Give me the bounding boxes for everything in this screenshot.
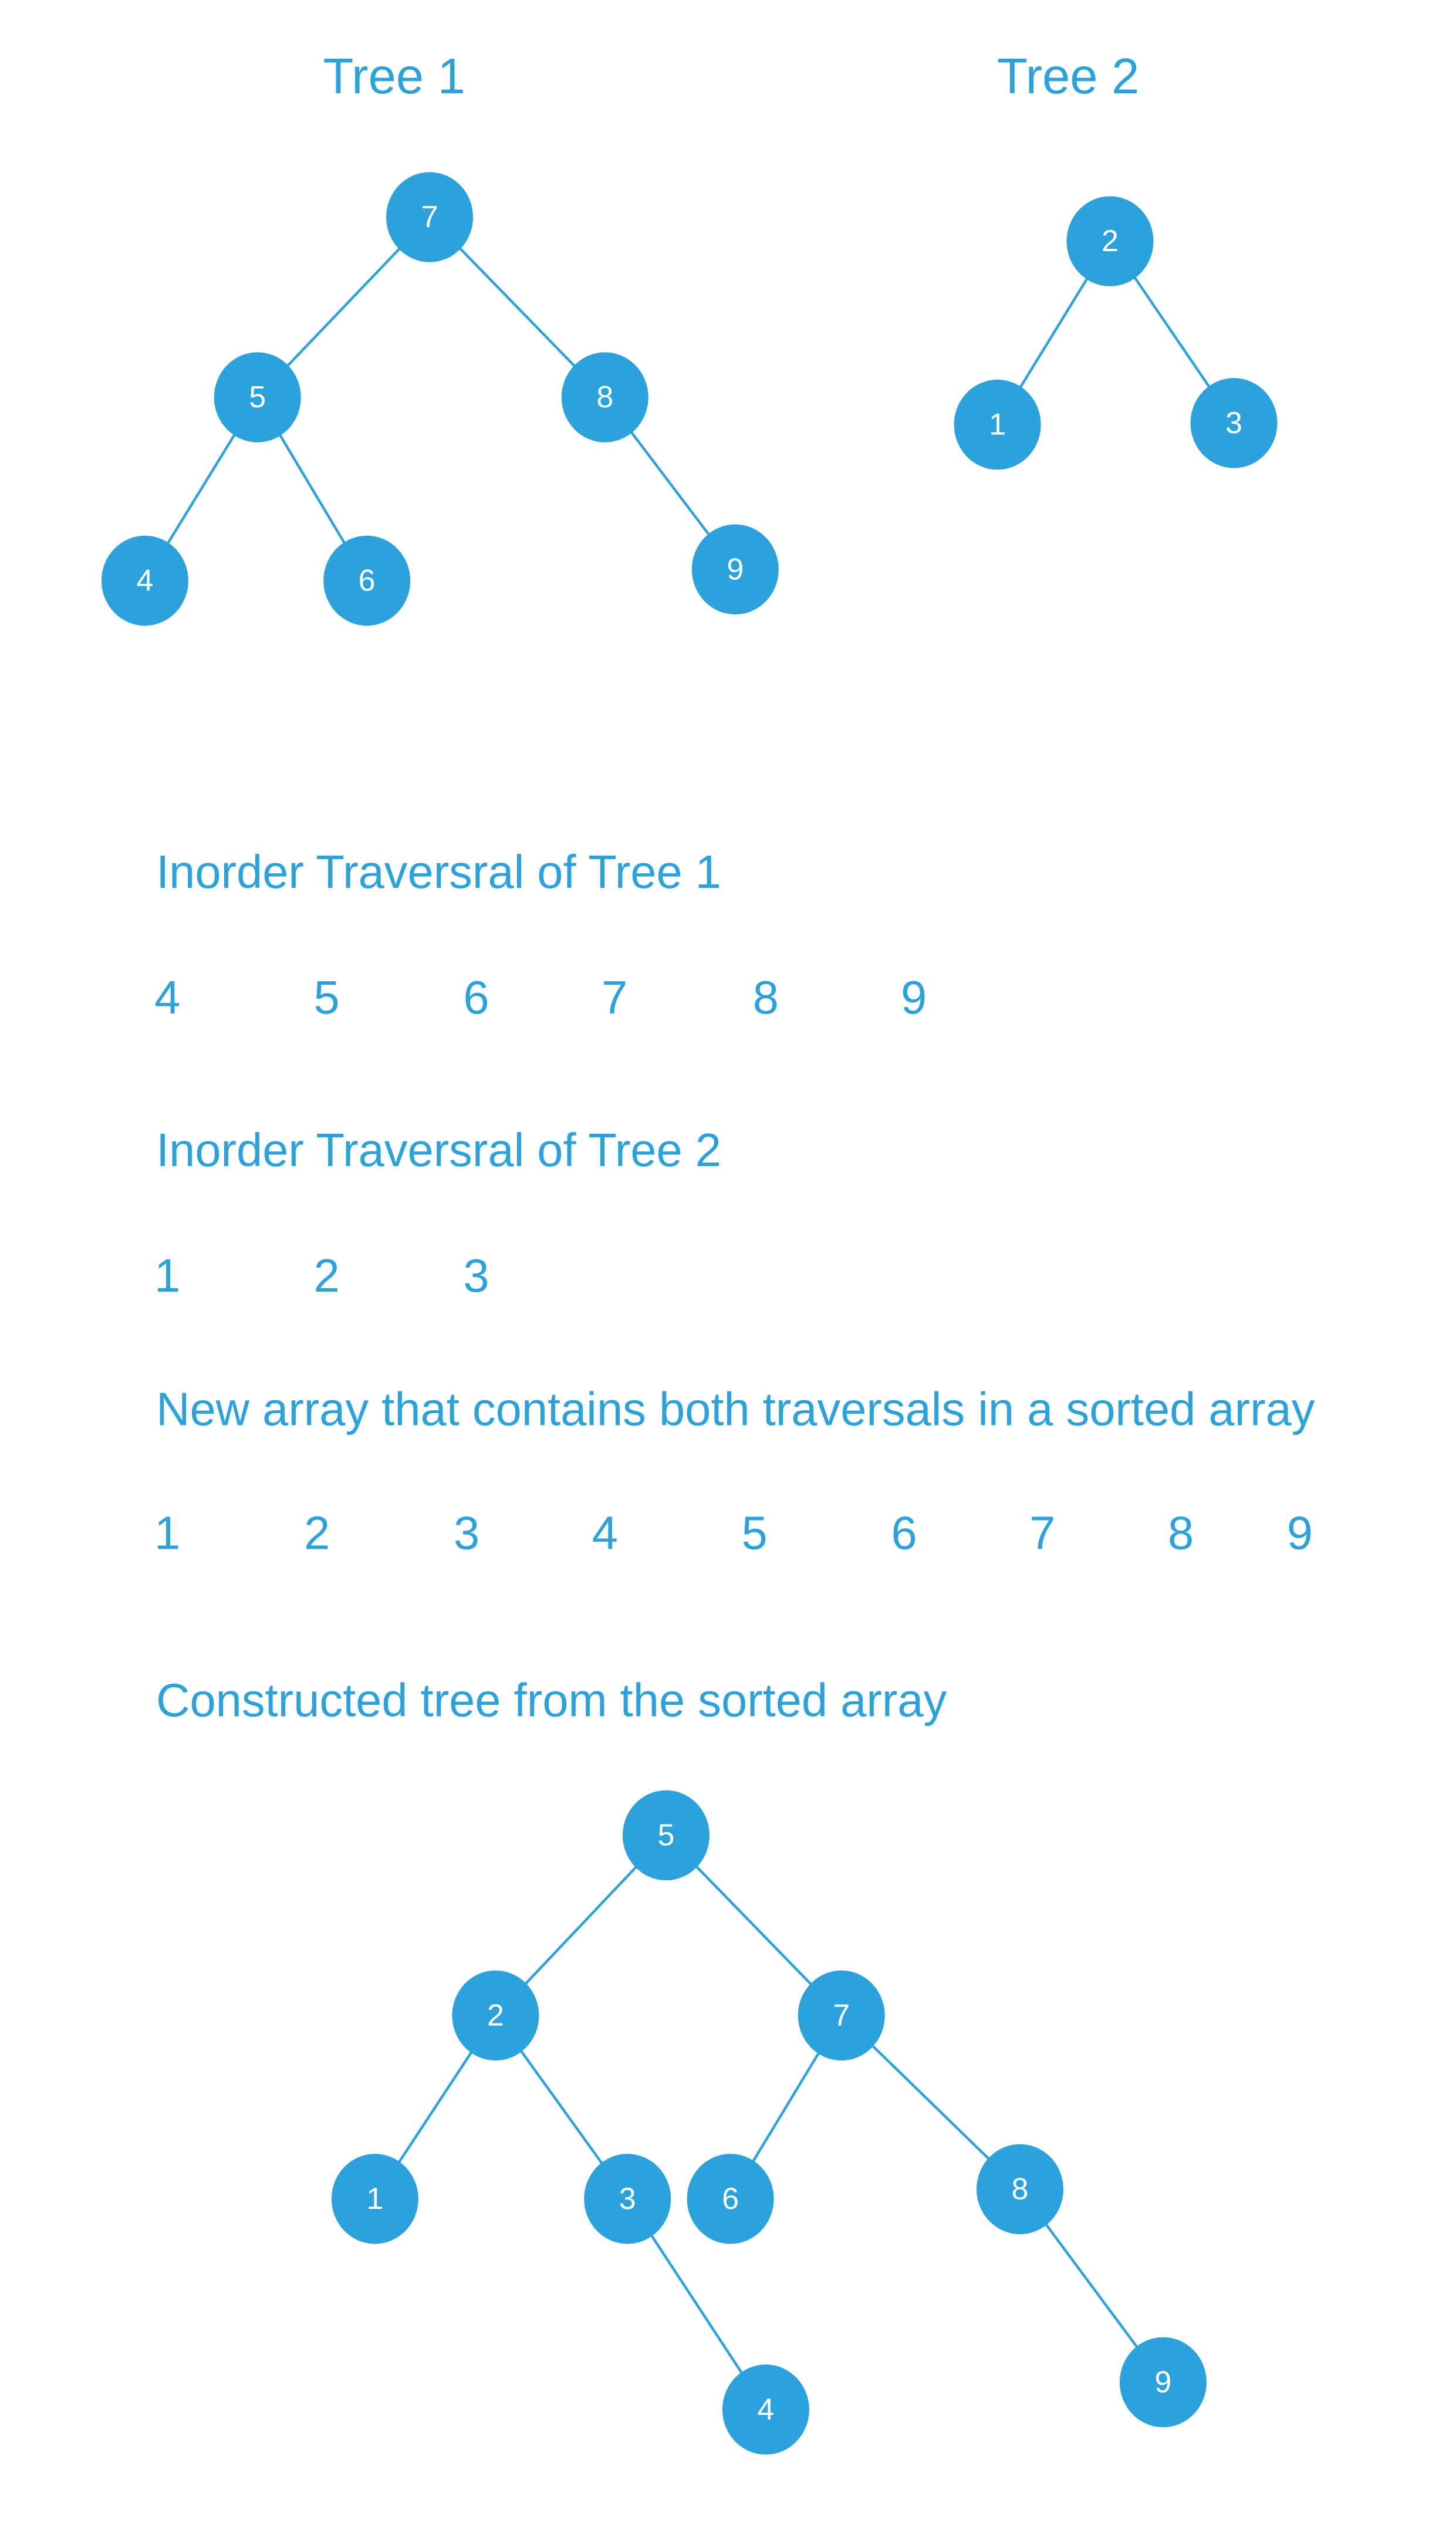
traversal1-heading: Inorder Traversral of Tree 1: [156, 846, 721, 898]
tree-node: 5: [214, 352, 301, 442]
array-value: 3: [454, 1507, 479, 1559]
node-circle: [584, 2154, 671, 2244]
array-value: 7: [1029, 1507, 1055, 1559]
merged-heading: New array that contains both traversals …: [156, 1383, 1315, 1435]
node-circle: [954, 379, 1041, 470]
node-circle: [687, 2154, 774, 2244]
node-label: 9: [727, 552, 744, 586]
node-label: 6: [722, 2182, 739, 2216]
tree1-diagram: 7 5 8 4 6 9: [101, 172, 779, 626]
tree-node: 3: [584, 2154, 671, 2244]
array-value: 5: [742, 1507, 768, 1559]
array-value: 8: [753, 971, 779, 1023]
node-label: 8: [596, 380, 613, 414]
node-circle: [691, 524, 779, 615]
node-circle: [452, 1970, 539, 2061]
array-value: 8: [1168, 1507, 1194, 1559]
tree-node: 2: [1066, 196, 1154, 286]
node-circle: [1190, 378, 1278, 468]
node-label: 3: [1225, 406, 1242, 440]
node-circle: [101, 535, 188, 626]
tree-node: 2: [452, 1970, 539, 2061]
tree-node: 5: [622, 1790, 710, 1881]
node-circle: [561, 352, 648, 442]
tree-node: 4: [101, 535, 188, 626]
array-value: 9: [1287, 1507, 1313, 1559]
node-label: 4: [757, 2393, 774, 2427]
tree-node: 9: [691, 524, 779, 615]
tree-node: 1: [954, 379, 1041, 470]
array-value: 3: [463, 1249, 489, 1302]
tree-node: 1: [331, 2154, 418, 2244]
constructed-tree-diagram: 5 2 7 1 3 4 6 8 9: [331, 1790, 1207, 2455]
node-label: 8: [1011, 2172, 1028, 2206]
array-value: 6: [463, 971, 489, 1023]
node-label: 2: [487, 1998, 504, 2032]
node-label: 6: [359, 563, 376, 597]
node-circle: [331, 2154, 418, 2244]
node-circle: [976, 2144, 1063, 2235]
tree-node: 8: [976, 2144, 1063, 2235]
node-label: 9: [1154, 2365, 1171, 2399]
array-value: 2: [314, 1249, 340, 1302]
array-value: 4: [592, 1507, 618, 1559]
tree-node: 7: [798, 1970, 885, 2061]
node-label: 7: [833, 1998, 850, 2032]
tree-node: 9: [1119, 2337, 1207, 2428]
node-label: 2: [1102, 224, 1119, 258]
array-value: 7: [602, 971, 627, 1023]
tree2-title: Tree 2: [997, 49, 1139, 104]
node-circle: [798, 1970, 885, 2061]
array-value: 4: [154, 971, 180, 1023]
node-circle: [1066, 196, 1154, 286]
array-value: 1: [154, 1507, 180, 1559]
tree3-title: Constructed tree from the sorted array: [156, 1674, 947, 1727]
node-circle: [214, 352, 301, 442]
array-value: 5: [314, 971, 340, 1023]
tree2-diagram: 2 1 3: [954, 196, 1278, 470]
node-label: 5: [249, 380, 266, 414]
traversal1-values: 4 5 6 7 8 9: [154, 971, 927, 1023]
tree-node: 6: [687, 2154, 774, 2244]
node-circle: [386, 172, 474, 262]
tree1-title: Tree 1: [323, 49, 465, 104]
node-circle: [622, 1790, 710, 1881]
node-circle: [1119, 2337, 1207, 2428]
merged-values: 1 2 3 4 5 6 7 8 9: [154, 1507, 1313, 1559]
array-value: 2: [304, 1507, 330, 1559]
node-label: 3: [619, 2182, 636, 2216]
node-circle: [722, 2364, 809, 2455]
tree-node: 3: [1190, 378, 1278, 468]
tree-node: 8: [561, 352, 648, 442]
node-label: 7: [421, 200, 438, 234]
array-value: 1: [154, 1249, 180, 1302]
node-label: 1: [366, 2182, 383, 2216]
tree-node: 6: [323, 535, 411, 626]
traversal2-values: 1 2 3: [154, 1249, 489, 1302]
tree-node: 4: [722, 2364, 809, 2455]
tree-node: 7: [386, 172, 474, 262]
array-value: 6: [891, 1507, 917, 1559]
node-label: 1: [989, 408, 1006, 442]
node-label: 4: [136, 563, 153, 597]
traversal2-heading: Inorder Traversral of Tree 2: [156, 1124, 721, 1176]
node-label: 5: [657, 1818, 674, 1852]
array-value: 9: [901, 971, 927, 1023]
node-circle: [323, 535, 411, 626]
